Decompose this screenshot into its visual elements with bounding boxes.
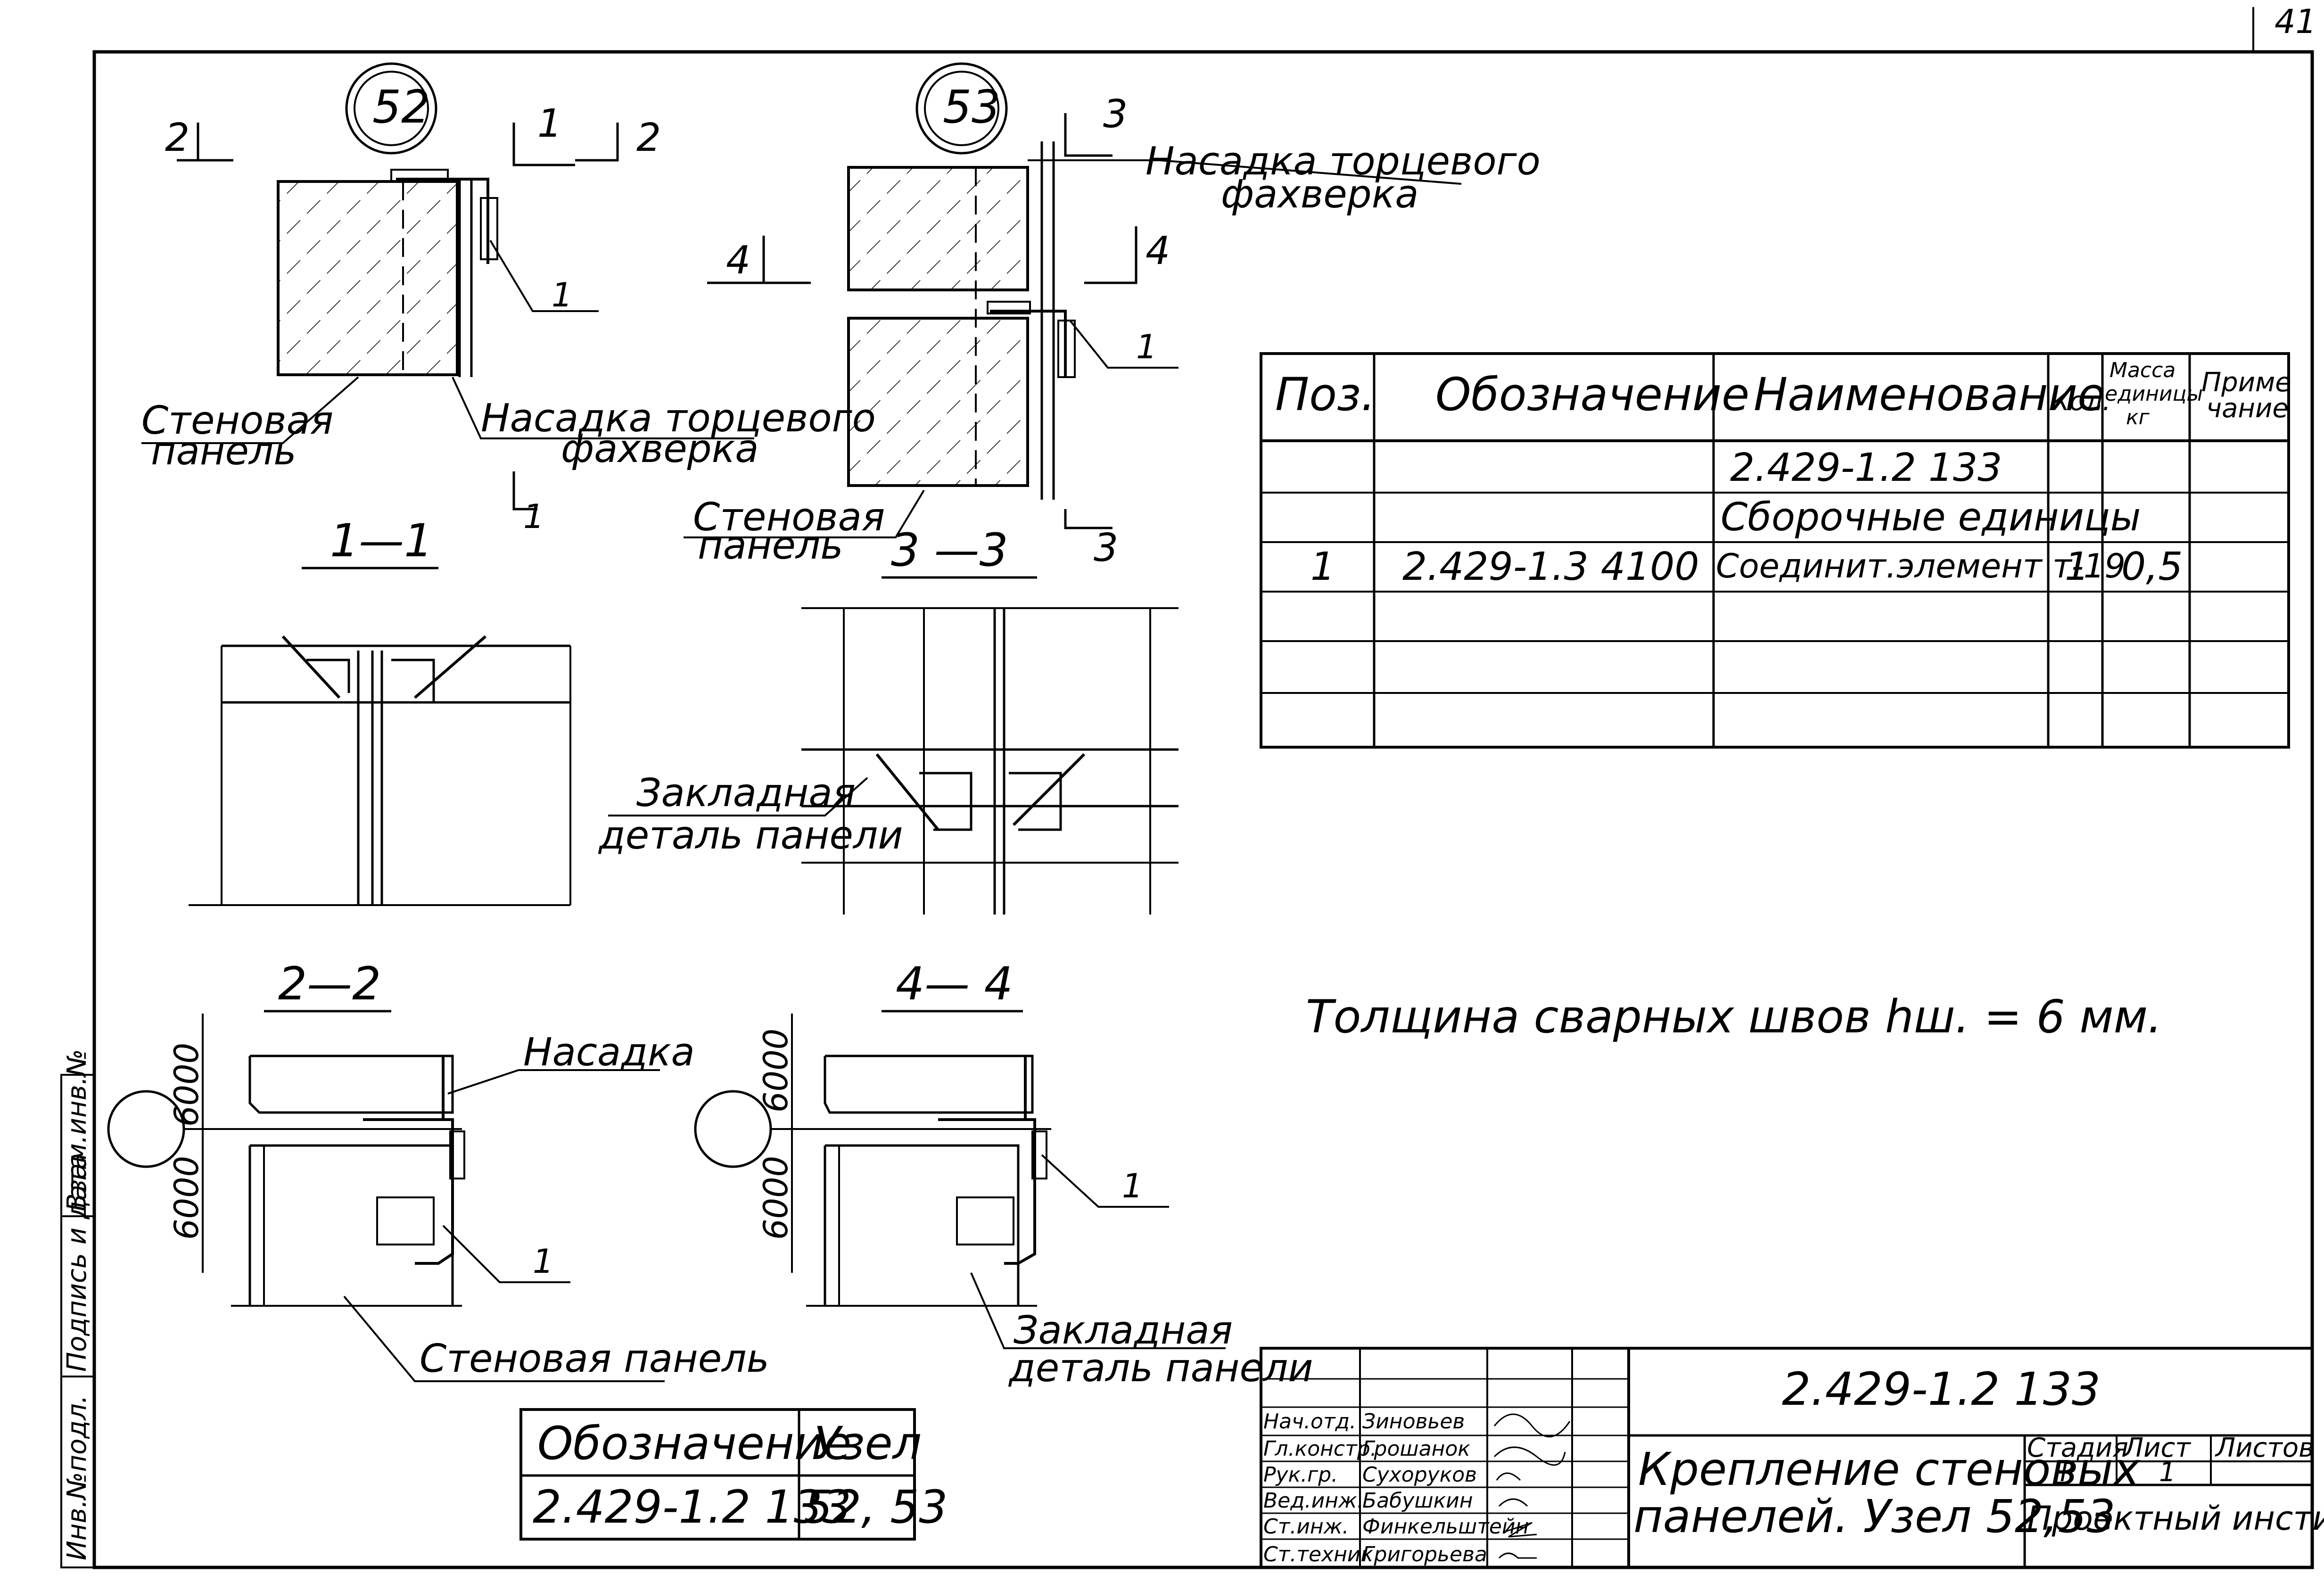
- spec-h-designation: Обозначение: [1435, 368, 1749, 421]
- cut-4-left: 4: [726, 238, 750, 283]
- cut-1-top: 1: [537, 101, 562, 146]
- node-52-detail: [141, 62, 754, 511]
- embedded-label-44b: деталь панели: [1008, 1346, 1313, 1391]
- section-3-3-title: 3 —3: [891, 524, 1008, 577]
- tb-role-5: Ст.инж.: [1263, 1515, 1349, 1539]
- dim-6000-44-bottom: 6000: [757, 1156, 795, 1240]
- section-1-1-title: 1—1: [330, 514, 433, 567]
- section-3-3: [608, 576, 1178, 915]
- side-stamp-sign: Подпись и дата: [62, 1153, 92, 1372]
- reference-table: [519, 1408, 916, 1541]
- title-block: [1260, 1347, 2314, 1569]
- tb-role-2: Гл.констр.: [1263, 1437, 1377, 1461]
- ref-h-node: Узел: [813, 1417, 922, 1470]
- tb-sheet-h: Лист: [2123, 1433, 2191, 1463]
- node-52-marker: 52: [372, 81, 430, 133]
- tb-name-3: Сухоруков: [1362, 1463, 1477, 1487]
- spec-h-pos: Поз.: [1275, 368, 1375, 421]
- spec-h-note-2: чание: [2206, 393, 2289, 424]
- tb-stage-h: Стадия: [2027, 1433, 2128, 1463]
- sheet-frame: [60, 7, 2314, 1569]
- wall-panel-label-53b: панель: [698, 523, 843, 568]
- side-stamp: Инв.№подл. Подпись и дата Взам.инв.№: [62, 1049, 92, 1560]
- nozzle-label-53b: фахверка: [1221, 172, 1419, 217]
- pos-1-22: 1: [533, 1242, 554, 1281]
- dim-6000-22-top: 6000: [167, 1043, 206, 1127]
- tb-title-2: панелей. Узел 52,53: [1633, 1490, 2116, 1543]
- spec-row-3-name: Соединит.элемент т-19: [1716, 547, 2126, 585]
- cut-2-right: 2: [636, 115, 661, 160]
- ref-designation: 2.429-1.2 133: [533, 1481, 851, 1533]
- wall-panel-label-52b: панель: [151, 429, 297, 474]
- section-4-4-title: 4— 4: [896, 957, 1013, 1010]
- tb-org: Проектный институт №1: [2027, 1499, 2324, 1538]
- sheet-number: 41: [2275, 2, 2316, 41]
- spec-row-3-qty: 1: [2065, 544, 2089, 589]
- spec-row-3-mass: 0,5: [2121, 544, 2183, 589]
- ref-h-designation: Обозначение: [537, 1417, 851, 1470]
- node-53-detail: [684, 62, 1462, 538]
- tb-role-4: Вед.инж.: [1263, 1489, 1364, 1513]
- section-2-2-title: 2—2: [278, 957, 381, 1010]
- nozzle-label-53a: Насадка торцевого: [1146, 139, 1541, 184]
- node-53-marker: 53: [943, 81, 1000, 133]
- spec-row-3-designation: 2.429-1.3 4100: [1402, 544, 1699, 589]
- tb-stage: Р: [2060, 1457, 2076, 1488]
- tb-role-1: Нач.отд.: [1263, 1410, 1356, 1434]
- dim-6000-44-top: 6000: [757, 1029, 795, 1113]
- tb-name-2: Грошанок: [1362, 1437, 1470, 1461]
- spec-h-mass-3: кг: [2126, 405, 2150, 429]
- section-4-4: [694, 1010, 1226, 1349]
- ref-node: 52, 53: [804, 1481, 948, 1533]
- wall-panel-label-52a: Стеновая: [141, 398, 333, 443]
- side-stamp-inv: Инв.№подл.: [62, 1395, 92, 1560]
- cut-3-top: 3: [1103, 92, 1128, 137]
- spec-h-mass-1: Масса: [2110, 358, 2176, 382]
- spec-row-3-pos: 1: [1310, 544, 1335, 589]
- pos-1-node52: 1: [552, 276, 573, 314]
- tb-role-6: Ст.техник: [1263, 1542, 1373, 1566]
- dim-6000-22-bottom: 6000: [167, 1156, 206, 1240]
- pos-1-44: 1: [1122, 1167, 1143, 1205]
- tb-doc-code: 2.429-1.2 133: [1782, 1363, 2101, 1416]
- nozzle-short-label: Насадка: [523, 1030, 695, 1075]
- side-stamp-replace: Взам.инв.№: [62, 1049, 92, 1212]
- tb-title-1: Крепление стеновых: [1638, 1443, 2141, 1496]
- tb-name-6: Григорьева: [1362, 1542, 1487, 1566]
- tb-name-4: Бабушкин: [1362, 1489, 1473, 1513]
- spec-h-qty: Кол.: [2051, 386, 2111, 417]
- wall-panel-full-label: Стеновая панель: [420, 1336, 769, 1381]
- cut-4-right: 4: [1146, 229, 1170, 273]
- tb-sheets-h: Листов: [2215, 1433, 2314, 1463]
- spec-row-2-name: Сборочные единицы: [1721, 495, 2141, 540]
- cut-2-left: 2: [165, 115, 190, 160]
- embedded-label-33a: Закладная: [636, 771, 856, 816]
- tb-sheet: 1: [2159, 1457, 2176, 1488]
- spec-h-mass-2: единицы: [2105, 382, 2203, 406]
- nozzle-label-52b: фахверка: [561, 427, 759, 471]
- spec-h-note-1: Приме: [2201, 367, 2291, 398]
- nozzle-label-52a: Насадка торцевого: [481, 396, 876, 441]
- cut-1-bottom: 1: [523, 497, 544, 536]
- pos-1-node53: 1: [1136, 328, 1157, 366]
- embedded-label-33b: деталь панели: [598, 813, 903, 858]
- cut-3-bottom: 3: [1094, 526, 1118, 570]
- wall-panel-label-53a: Стеновая: [693, 495, 885, 540]
- embedded-label-44a: Закладная: [1014, 1308, 1233, 1353]
- tb-name-5: Финкельштейн: [1362, 1515, 1529, 1539]
- tb-name-1: Зиновьев: [1362, 1410, 1465, 1434]
- section-2-2: [107, 1010, 665, 1382]
- tb-role-3: Рук.гр.: [1263, 1463, 1338, 1487]
- weld-thickness-note: Толщина сварных швов hш. = 6 мм.: [1306, 990, 2162, 1043]
- spec-table: [1260, 352, 2290, 749]
- section-1-1: [189, 567, 571, 906]
- spec-h-name: Наименование: [1754, 368, 2105, 421]
- spec-row-1-name: 2.429-1.2 133: [1730, 445, 2002, 490]
